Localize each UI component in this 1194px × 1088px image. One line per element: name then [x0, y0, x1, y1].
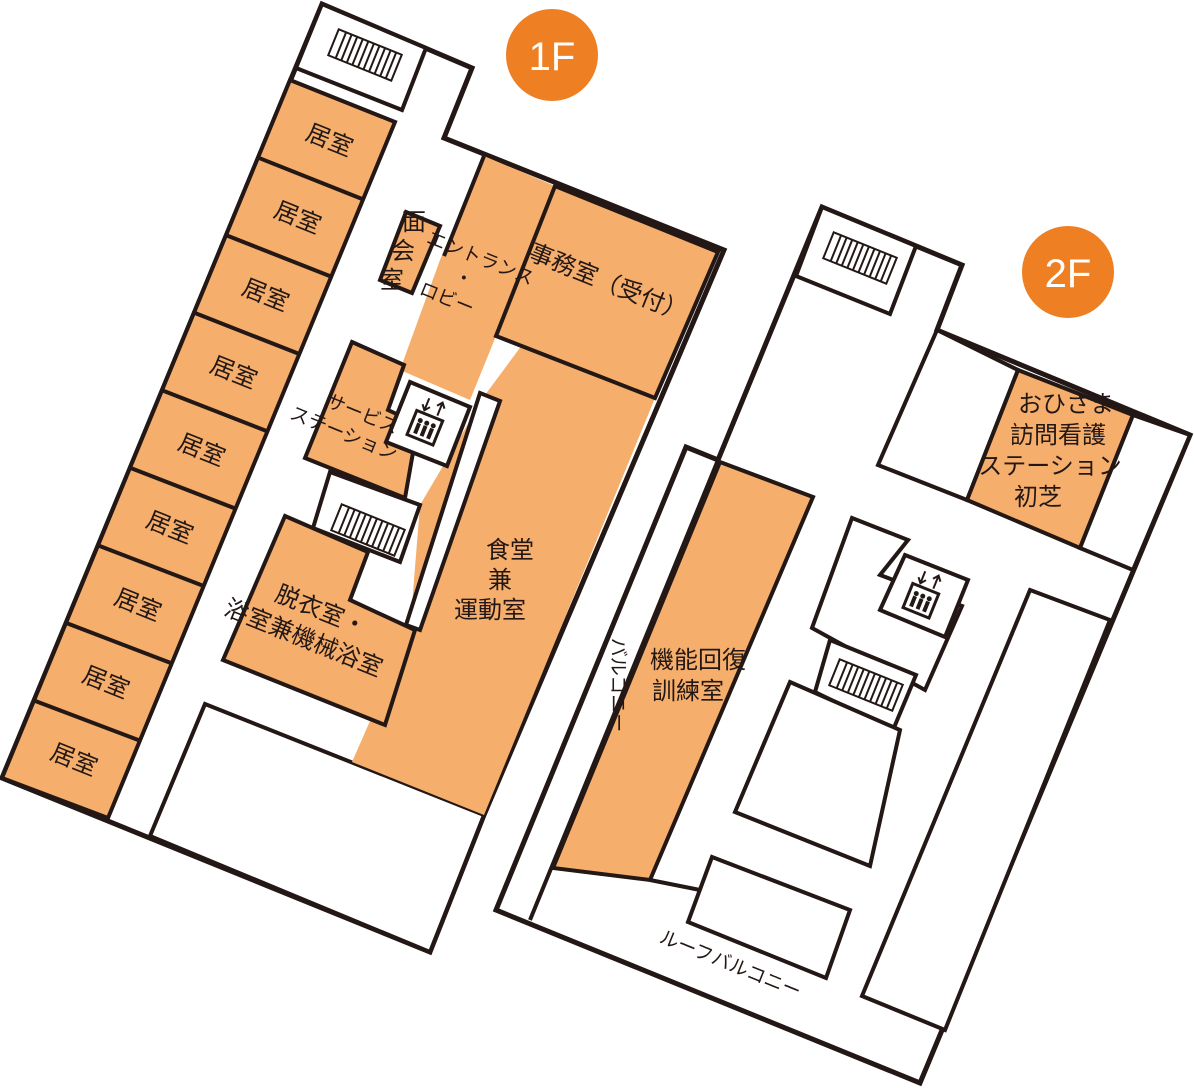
room-divider [257, 155, 364, 202]
rehab-label: 機能回復 [650, 646, 746, 674]
office-room [493, 183, 721, 401]
column [403, 390, 503, 633]
meeting-room [377, 209, 443, 296]
dining-label: 兼 [488, 566, 512, 594]
corner-room-2f [1077, 412, 1193, 573]
room-divider [225, 233, 332, 279]
bath-room [220, 513, 418, 728]
room-divider [193, 310, 301, 356]
dining-label: 食堂 [486, 536, 534, 564]
room-divider [33, 698, 141, 743]
entrance-area [400, 156, 555, 400]
floor-2-badge-text: 2F [1045, 252, 1092, 296]
floor-2: おひさま 訪問看護 ステーション 初芝 機能回復 訓練室 バルコニー ルーフバル… [492, 203, 1194, 1087]
nursing-station-label: 初芝 [1014, 483, 1062, 511]
nursing-station-label: おひさま [1018, 390, 1114, 418]
meeting-room-label: 面 [402, 208, 426, 236]
meeting-room-label: 会 [391, 237, 415, 265]
room-divider [65, 621, 173, 666]
nursing-station-label: 訪問看護 [1010, 421, 1106, 449]
balcony-label: バルコニー [607, 638, 629, 733]
meeting-room-label: 室 [380, 266, 404, 294]
room-2f-a [732, 679, 903, 869]
floor-1-badge-text: 1F [529, 35, 576, 79]
room-2f-c [685, 854, 853, 981]
nursing-station-label: ステーション [978, 452, 1122, 480]
room-2f-b [859, 587, 1113, 1033]
dining-area [352, 345, 655, 815]
room-divider [97, 543, 205, 588]
room-divider [161, 388, 269, 434]
floor-2-badge: 2F [1022, 226, 1114, 318]
resident-rooms [0, 77, 398, 821]
room-divider [129, 465, 237, 511]
lower-room-1f [147, 701, 487, 955]
dining-label: 運動室 [454, 596, 526, 624]
rehab-label: 訓練室 [652, 677, 724, 705]
floor-1-badge: 1F [506, 9, 598, 101]
